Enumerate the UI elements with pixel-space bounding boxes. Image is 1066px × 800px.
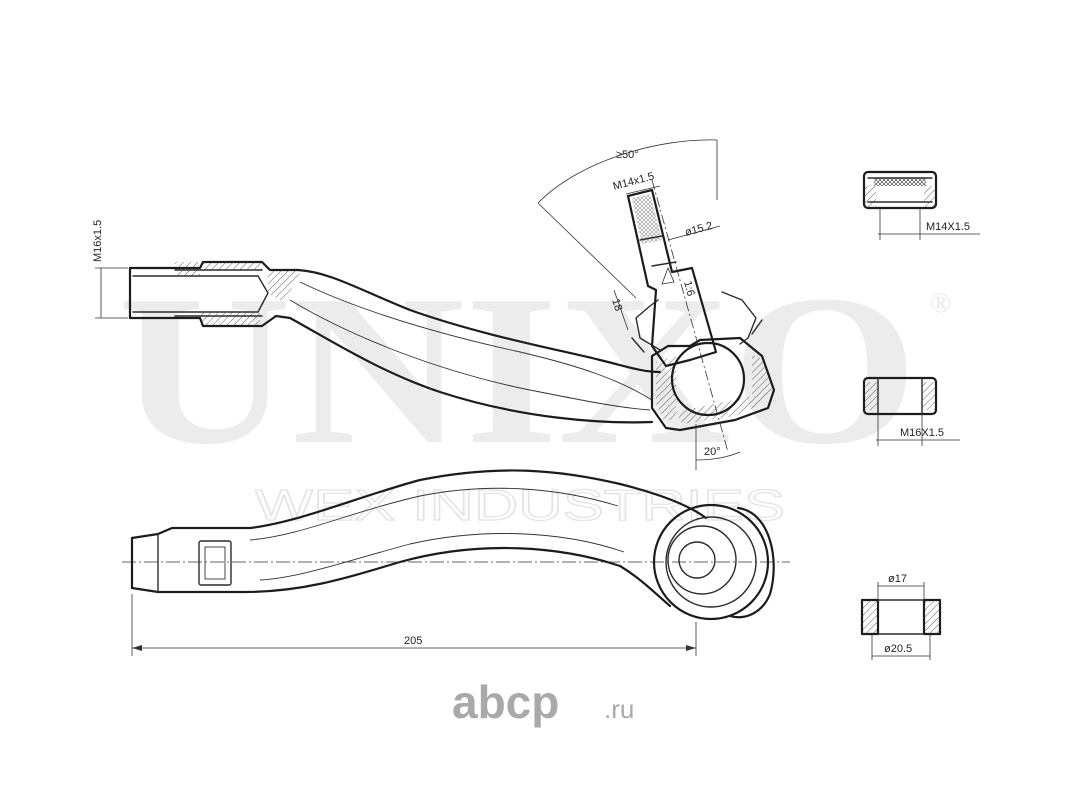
site-logo-tld: .ru: [604, 694, 634, 724]
stud-thread-label: M14x1.5: [612, 170, 656, 193]
ball-stud: [626, 188, 718, 368]
side-section-view: [128, 179, 776, 453]
swing-angle-label: ≥50°: [616, 149, 639, 161]
stud-height-label: 18: [609, 297, 624, 312]
nut-small-callout: M14X1.5: [862, 170, 980, 240]
nut-large-thread: M16X1.5: [900, 427, 944, 439]
watermark: UNIXO ® WEX INDUSTRIES: [118, 250, 951, 531]
bushing-callout: ø17 ø20.5: [860, 573, 942, 660]
overall-length-label: 205: [404, 635, 422, 647]
registered-mark: ®: [930, 288, 951, 319]
main-thread-label: M16x1.5: [92, 220, 104, 262]
ball-joint: [670, 341, 746, 417]
dust-boot: [635, 291, 757, 351]
bushing-outer-diameter: ø20.5: [884, 643, 912, 655]
site-logo-name: abcp: [452, 676, 559, 728]
taper-label: 1:6: [681, 280, 697, 298]
site-logo: abcp .ru: [452, 676, 634, 728]
stud-diameter-label: ø15.2: [684, 220, 714, 239]
watermark-brand: UNIXO: [118, 250, 918, 489]
plan-view: [122, 469, 790, 621]
shank-body: [128, 260, 662, 374]
nut-small-thread: M14X1.5: [926, 221, 970, 233]
bushing-inner-diameter: ø17: [888, 573, 907, 585]
housing-eye-outer: [652, 503, 770, 621]
ball-socket-housing: [650, 336, 776, 432]
nut-large-callout: M16X1.5: [862, 376, 960, 446]
length-dimension: 205: [131, 594, 697, 656]
tilt-angle-label: 20°: [704, 446, 721, 458]
